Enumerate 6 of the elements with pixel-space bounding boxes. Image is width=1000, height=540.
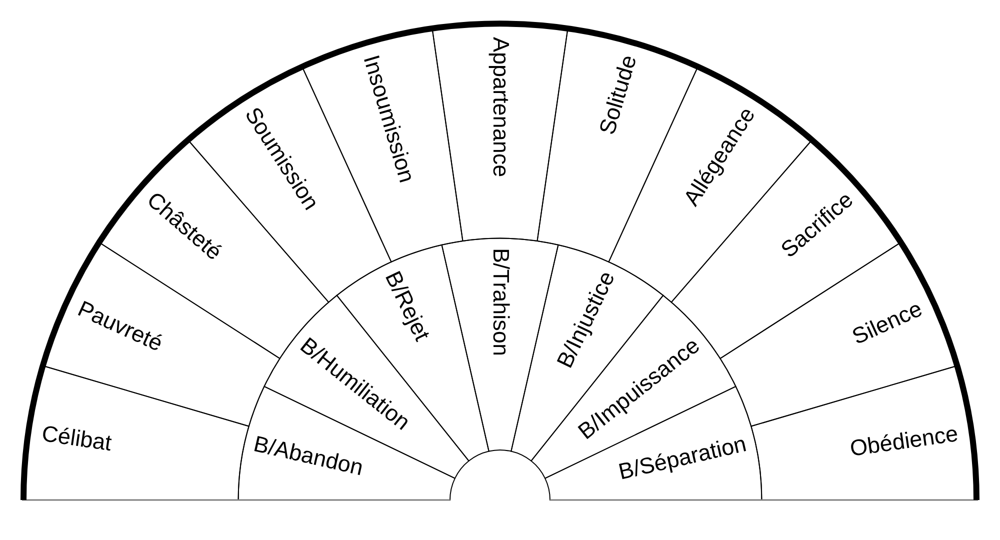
sector-label: Silence xyxy=(849,297,926,349)
sector-label: B/Trahison xyxy=(488,248,512,356)
sector-label: Solitude xyxy=(596,52,642,137)
sector-label: Obédience xyxy=(848,422,960,461)
sector-label: Appartenance xyxy=(488,37,512,178)
sector-label: Célibat xyxy=(40,422,113,456)
